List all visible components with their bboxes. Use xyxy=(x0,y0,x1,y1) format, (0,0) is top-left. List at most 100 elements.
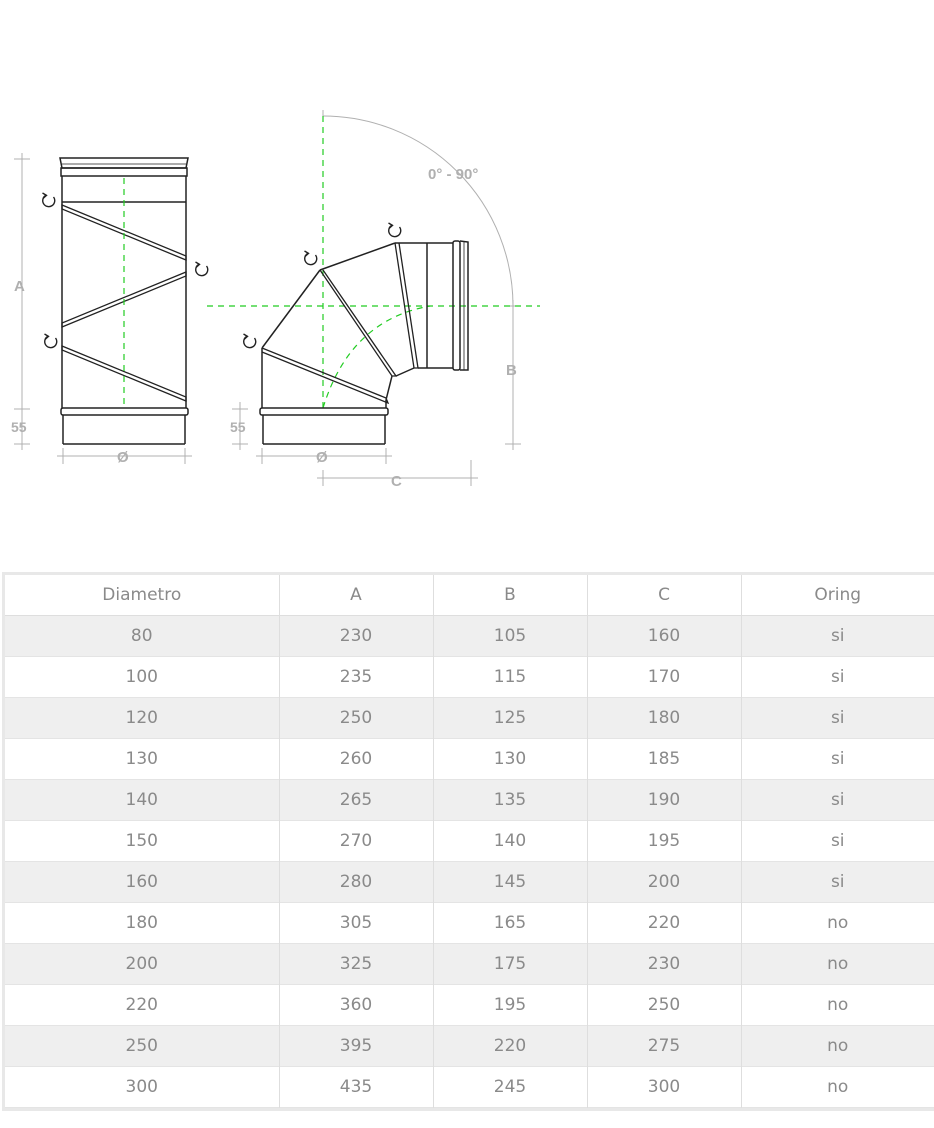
dimension-b-label: B xyxy=(506,362,517,379)
table-cell: 260 xyxy=(279,738,434,780)
rotate-arrow-icon xyxy=(242,333,257,349)
table-cell: 80 xyxy=(5,615,280,657)
rotate-arrow-icon xyxy=(43,333,58,349)
table-cell: 200 xyxy=(5,943,280,985)
column-header-oring: Oring xyxy=(814,585,862,605)
table-cell: 130 xyxy=(5,738,280,780)
table-cell: 170 xyxy=(587,656,742,698)
table-cell: 235 xyxy=(279,656,434,698)
table-cell: 250 xyxy=(279,697,434,739)
rotate-arrow-icon xyxy=(303,250,318,266)
table-cell: 140 xyxy=(5,779,280,821)
table-cell: 135 xyxy=(433,779,588,821)
table-cell: 305 xyxy=(279,902,434,944)
rotate-arrow-icon xyxy=(194,261,209,277)
table-cell: 265 xyxy=(279,779,434,821)
table-cell: si xyxy=(830,626,845,646)
table-cell: 195 xyxy=(587,820,742,862)
table-cell: si xyxy=(830,790,845,810)
column-header-c: C xyxy=(587,575,742,616)
table-cell: 105 xyxy=(433,615,588,657)
column-header-a: A xyxy=(279,575,434,616)
table-cell: 300 xyxy=(587,1066,742,1108)
dimension-55-label-left: 55 xyxy=(11,419,27,435)
dimension-c-label: C xyxy=(391,473,402,490)
table-cell: 280 xyxy=(279,861,434,903)
table-cell: 180 xyxy=(5,902,280,944)
table-cell: si xyxy=(830,872,845,892)
table-cell: 165 xyxy=(433,902,588,944)
table-cell: si xyxy=(830,831,845,851)
rotate-arrow-icon xyxy=(41,192,56,208)
table-cell: no xyxy=(827,995,849,1015)
dimension-55-label-right: 55 xyxy=(230,419,246,435)
technical-drawing: A 55 Ø 0° - 90° B C 55 Ø xyxy=(11,110,540,490)
table-header-row: Diametro A B C Oring xyxy=(5,575,934,616)
dimension-lines-left xyxy=(14,153,192,464)
table-cell: 395 xyxy=(279,1025,434,1067)
centerlines-elbow xyxy=(207,116,540,409)
dimension-a-label: A xyxy=(14,278,25,295)
table-cell: no xyxy=(827,954,849,974)
straight-pipe xyxy=(59,157,189,445)
table-cell: si xyxy=(830,749,845,769)
table-cell: 175 xyxy=(433,943,588,985)
table-cell: 180 xyxy=(587,697,742,739)
rotate-arrow-icon xyxy=(387,222,402,238)
table-cell: no xyxy=(827,1077,849,1097)
table-cell: 160 xyxy=(5,861,280,903)
table-cell: 120 xyxy=(5,697,280,739)
table-cell: 115 xyxy=(433,656,588,698)
table-cell: no xyxy=(827,913,849,933)
table-cell: 200 xyxy=(587,861,742,903)
table-cell: 435 xyxy=(279,1066,434,1108)
table-cell: 160 xyxy=(587,615,742,657)
table-cell: 300 xyxy=(5,1066,280,1108)
table-cell: 100 xyxy=(5,656,280,698)
table-cell: 190 xyxy=(587,779,742,821)
table-cell: 195 xyxy=(433,984,588,1026)
angle-label: 0° - 90° xyxy=(428,166,478,183)
table-cell: no xyxy=(827,1036,849,1056)
table-cell: 270 xyxy=(279,820,434,862)
table-cell: 245 xyxy=(433,1066,588,1108)
table-cell: si xyxy=(830,667,845,687)
table-cell: 220 xyxy=(433,1025,588,1067)
table-cell: 325 xyxy=(279,943,434,985)
diameter-label-left: Ø xyxy=(117,449,129,466)
diameter-label-right: Ø xyxy=(316,449,328,466)
table-cell: 275 xyxy=(587,1025,742,1067)
table-cell: 185 xyxy=(587,738,742,780)
table-cell: 220 xyxy=(587,902,742,944)
table-cell: 130 xyxy=(433,738,588,780)
elbow-pipe xyxy=(259,240,469,445)
table-cell: 150 xyxy=(5,820,280,862)
table-cell: 230 xyxy=(279,615,434,657)
table-cell: 220 xyxy=(5,984,280,1026)
table-cell: 250 xyxy=(5,1025,280,1067)
table-cell: 140 xyxy=(433,820,588,862)
table-cell: 125 xyxy=(433,697,588,739)
table-cell: 360 xyxy=(279,984,434,1026)
table-cell: si xyxy=(830,708,845,728)
table-cell: 230 xyxy=(587,943,742,985)
table-cell: 145 xyxy=(433,861,588,903)
column-header-diametro: Diametro xyxy=(5,575,280,616)
column-header-b: B xyxy=(433,575,588,616)
table-cell: 250 xyxy=(587,984,742,1026)
dimension-lines-right xyxy=(232,110,521,486)
